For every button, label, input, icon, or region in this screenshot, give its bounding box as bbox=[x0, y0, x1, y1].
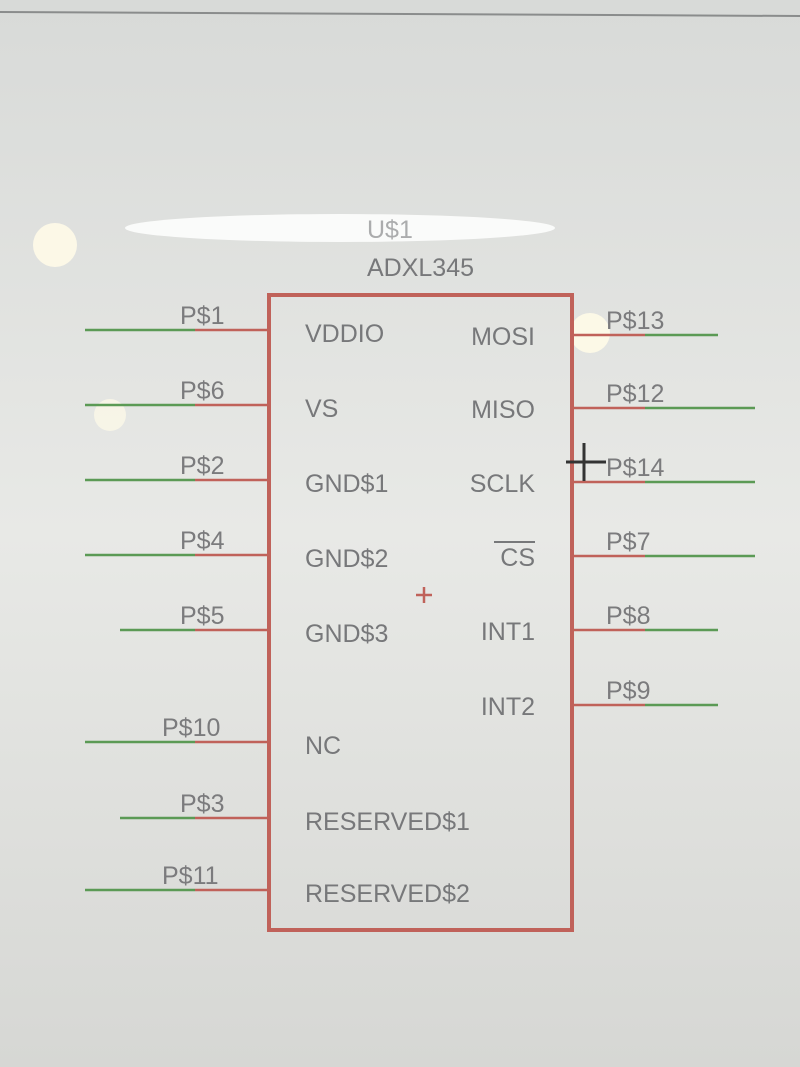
pin-name: INT2 bbox=[481, 693, 535, 721]
glare bbox=[570, 313, 610, 353]
pin-name: VDDIO bbox=[305, 320, 384, 348]
glare bbox=[33, 223, 77, 267]
pin-name: MOSI bbox=[471, 323, 535, 351]
origin-cross bbox=[416, 587, 432, 603]
part-value: ADXL345 bbox=[367, 254, 474, 282]
pad-label: P$9 bbox=[606, 677, 650, 705]
pad-label: P$2 bbox=[180, 452, 224, 480]
pin-name: MISO bbox=[471, 396, 535, 424]
pad-label: P$5 bbox=[180, 602, 224, 630]
pad-label: P$1 bbox=[180, 302, 224, 330]
glare bbox=[94, 399, 126, 431]
pad-label: P$14 bbox=[606, 454, 664, 482]
pad-label: P$6 bbox=[180, 377, 224, 405]
left-pins: P$1VDDIOP$6VSP$2GND$1P$4GND$2P$5GND$3P$1… bbox=[85, 302, 470, 908]
pin-vs[interactable]: P$6VS bbox=[85, 377, 338, 423]
cursor-crosshair-icon bbox=[566, 443, 606, 481]
glare bbox=[125, 214, 555, 242]
pin-cs[interactable]: P$7CS bbox=[494, 528, 755, 572]
pin-name: NC bbox=[305, 732, 341, 760]
pin-name: CS bbox=[500, 544, 535, 572]
pad-label: P$12 bbox=[606, 380, 664, 408]
pin-name: VS bbox=[305, 395, 338, 423]
pin-name: GND$2 bbox=[305, 545, 388, 573]
pad-label: P$13 bbox=[606, 307, 664, 335]
pin-name: RESERVED$1 bbox=[305, 808, 470, 836]
pin-name: SCLK bbox=[470, 470, 536, 498]
pad-label: P$3 bbox=[180, 790, 224, 818]
pad-label: P$7 bbox=[606, 528, 650, 556]
pad-label: P$8 bbox=[606, 602, 650, 630]
pin-name: GND$1 bbox=[305, 470, 388, 498]
right-pins: P$13MOSIP$12MISOP$14SCLKP$7CSP$8INT1P$9I… bbox=[470, 307, 755, 721]
pin-name: INT1 bbox=[481, 618, 535, 646]
pin-name: GND$3 bbox=[305, 620, 388, 648]
pad-label: P$4 bbox=[180, 527, 225, 555]
window-edge bbox=[0, 11, 800, 17]
pad-label: P$11 bbox=[162, 862, 219, 890]
symbol-body[interactable] bbox=[267, 293, 574, 932]
pin-name: RESERVED$2 bbox=[305, 880, 470, 908]
pad-label: P$10 bbox=[162, 714, 220, 742]
part-name: U$1 bbox=[367, 216, 413, 244]
